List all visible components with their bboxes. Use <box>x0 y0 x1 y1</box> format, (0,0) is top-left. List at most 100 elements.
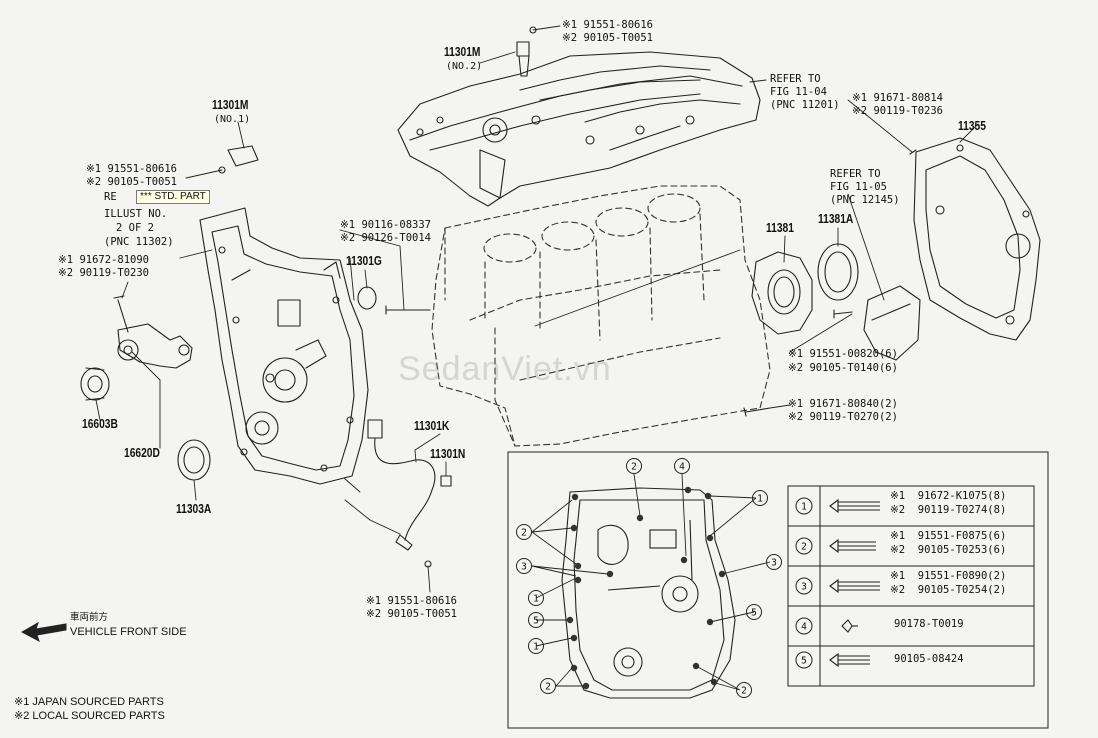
part-11301m-no2-sub: (NO.2) <box>446 61 483 72</box>
front-en: VEHICLE FRONT SIDE <box>70 626 187 638</box>
ref-00820-1: ※1 91551-00820(6) <box>788 348 898 360</box>
illust-re: RE <box>104 191 117 203</box>
bolt-row-1-line2: ※2 90119-T0274(8) <box>890 504 1007 516</box>
footnote-japan: ※1 JAPAN SOURCED PARTS <box>14 696 164 708</box>
ref-left-2: ※2 90105-T0051 <box>86 176 177 188</box>
sensor-wire-drawing <box>367 419 452 568</box>
inset-num-1b: 1 <box>533 594 539 605</box>
table-circle-2 <box>795 537 813 555</box>
ref-00820-2: ※2 90105-T0140(6) <box>788 362 898 374</box>
ref-left-1: ※1 91551-80616 <box>86 163 177 175</box>
sensor-11301m-no2-drawing <box>516 26 537 77</box>
sensor-11301m-no1-drawing <box>218 145 259 174</box>
ref-08337-2: ※2 90126-T0014 <box>340 232 431 244</box>
timing-cover-drawing <box>199 207 369 485</box>
table-num-4: 4 <box>801 622 807 633</box>
part-11301k[interactable]: 11301K <box>414 419 450 433</box>
ref-80840-2: ※2 90119-T0270(2) <box>788 411 898 423</box>
inset-circle-2c <box>540 678 556 694</box>
inset-num-2c: 2 <box>545 682 551 693</box>
ref-bottom-1: ※1 91551-80616 <box>366 595 457 607</box>
tensioner-drawing <box>80 295 193 401</box>
inset-num-1c: 1 <box>533 642 539 653</box>
inset-num-3a: 3 <box>521 562 527 573</box>
table-circle-4 <box>795 617 813 635</box>
part-11301m-no1-sub: (NO.1) <box>214 114 251 125</box>
refer-fig1104-a: REFER TO <box>770 73 821 85</box>
part-11381[interactable]: 11381 <box>766 221 794 235</box>
bolt-row-4-line1: 90178-T0019 <box>894 618 964 630</box>
oil-seal-11381a-drawing <box>817 243 859 301</box>
leader-lines <box>95 25 979 593</box>
refer-fig1105-b[interactable]: FIG 11-05 <box>830 181 887 193</box>
cylinder-block-drawing <box>431 185 771 447</box>
part-11301m-no1[interactable]: 11301M <box>212 98 249 112</box>
std-part-tooltip: *** STD. PART <box>136 190 210 204</box>
bolt-row-1-line1: ※1 91672-K1075(8) <box>890 490 1007 502</box>
watermark: SedanViet.vn <box>398 350 612 388</box>
part-16603b[interactable]: 16603B <box>82 417 118 431</box>
ref-81090-2: ※2 90119-T0230 <box>58 267 149 279</box>
part-11303a[interactable]: 11303A <box>176 502 212 516</box>
inset-circle-5b <box>746 604 762 620</box>
part-11355[interactable]: 11355 <box>958 119 986 133</box>
refer-fig1105-c: (PNC 12145) <box>830 194 900 206</box>
inset-circle-4 <box>674 458 690 474</box>
baffle-drawing <box>863 285 921 361</box>
bolt-row-3-line2: ※2 90105-T0254(2) <box>890 584 1007 596</box>
end-plate-drawing <box>913 137 1041 341</box>
inset-circle-1c <box>528 638 544 654</box>
footnote-local: ※2 LOCAL SOURCED PARTS <box>14 710 165 722</box>
bolt-row-2-line2: ※2 90105-T0253(6) <box>890 544 1007 556</box>
inset-num-1a: 1 <box>757 494 763 505</box>
table-circle-5 <box>795 651 813 669</box>
illust-no: ILLUST NO. <box>104 208 168 220</box>
front-arrow-icon <box>20 621 67 643</box>
ref-top-1: ※1 91551-80616 <box>562 19 653 31</box>
inset-box: 2 4 1 2 3 1 5 1 2 3 5 2 1 2 3 4 5 <box>507 451 1049 729</box>
inset-num-3b: 3 <box>771 558 777 569</box>
illust-page: 2 OF 2 <box>116 222 154 234</box>
part-16620d[interactable]: 16620D <box>124 446 160 460</box>
ref-80814-1: ※1 91671-80814 <box>852 92 943 104</box>
inset-num-4: 4 <box>679 462 685 473</box>
table-num-1: 1 <box>801 502 807 513</box>
table-num-2: 2 <box>801 542 807 553</box>
inset-circle-3b <box>766 554 782 570</box>
bolt-row-3-line1: ※1 91551-F0890(2) <box>890 570 1007 582</box>
part-11301g[interactable]: 11301G <box>346 254 382 268</box>
ref-top-2: ※2 90105-T0051 <box>562 32 653 44</box>
table-num-3: 3 <box>801 582 807 593</box>
table-circle-3 <box>795 577 813 595</box>
inset-circle-3a <box>516 558 532 574</box>
ref-08337-1: ※1 90116-08337 <box>340 219 431 231</box>
ref-80814-2: ※2 90119-T0236 <box>852 105 943 117</box>
inset-num-5b: 5 <box>751 608 757 619</box>
inset-circle-1b <box>528 590 544 606</box>
inset-circle-2a <box>626 458 642 474</box>
inset-num-2d: 2 <box>741 686 747 697</box>
part-11381a[interactable]: 11381A <box>818 212 854 226</box>
oring-11301g-drawing <box>357 286 377 310</box>
inset-num-2a: 2 <box>631 462 637 473</box>
refer-fig1105-a: REFER TO <box>830 168 881 180</box>
oil-seal-retainer-drawing <box>751 251 813 335</box>
ref-bottom-2: ※2 90105-T0051 <box>366 608 457 620</box>
head-cover-drawing <box>397 51 761 207</box>
table-num-5: 5 <box>801 656 807 667</box>
inset-num-5a: 5 <box>533 616 539 627</box>
part-11301n[interactable]: 11301N <box>430 447 466 461</box>
inset-circle-1a <box>752 490 768 506</box>
part-11301m-no2[interactable]: 11301M <box>444 45 481 59</box>
ref-80840-1: ※1 91671-80840(2) <box>788 398 898 410</box>
front-jp: 車両前方 <box>70 612 109 623</box>
inset-circle-2b <box>516 524 532 540</box>
refer-fig1104-c: (PNC 11201) <box>770 99 840 111</box>
inset-num-2b: 2 <box>521 528 527 539</box>
bolt-row-2-line1: ※1 91551-F0875(6) <box>890 530 1007 542</box>
refer-fig1104-b[interactable]: FIG 11-04 <box>770 86 827 98</box>
bolt-row-5-line1: 90105-08424 <box>894 653 964 665</box>
ref-81090-1: ※1 91672-81090 <box>58 254 149 266</box>
illust-pnc: (PNC 11302) <box>104 236 174 248</box>
